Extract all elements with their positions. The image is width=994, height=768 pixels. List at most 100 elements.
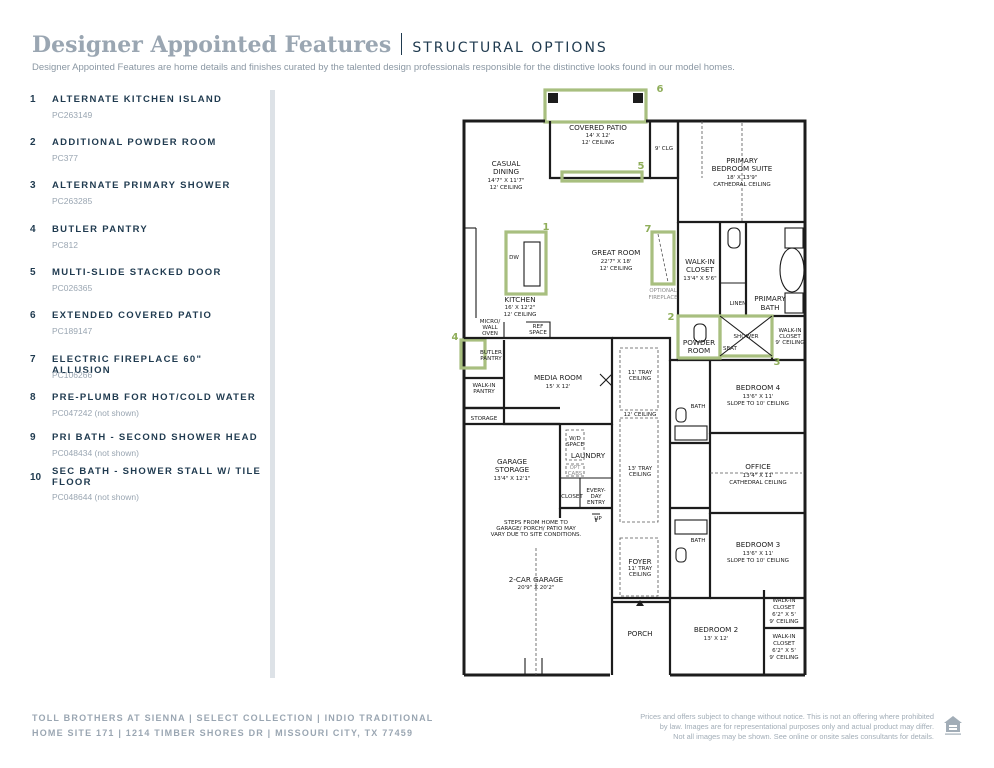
footer-community: TOLL BROTHERS AT SIENNA | SELECT COLLECT… (32, 711, 433, 741)
feature-label: EXTENDED COVERED PATIO (52, 310, 213, 321)
disclaimer-line3: Not all images may be shown. See online … (673, 732, 934, 741)
walkin-closet-size: 13'4" X 5'6" (683, 276, 717, 282)
linen-label: LINEN (730, 301, 747, 307)
office-size: 13'4" X 11' (743, 473, 774, 479)
feature-number: 5 (30, 267, 36, 278)
steps-note-line2: GARAGE/ PORCH/ PATIO MAY (496, 526, 576, 532)
patio-column (548, 93, 558, 103)
casual-dining-name1: CASUAL (492, 159, 521, 168)
step (592, 513, 600, 522)
walkin-closet-b2-size: 6'2" X 5' (772, 648, 796, 654)
casual-dining-name2: DINING (493, 167, 519, 176)
office-ceiling: CATHEDRAL CEILING (729, 480, 787, 486)
floor-plan: COVERED PATIO 14' X 12' 12' CEILING CASU… (280, 78, 992, 690)
column-divider (270, 90, 275, 678)
walkin-pantry-line1: WALK-IN (472, 383, 495, 389)
highlight-butler-pantry (459, 338, 487, 370)
feature-label: ELECTRIC FIREPLACE 60" ALLUSION (52, 354, 203, 376)
feature-label: ALTERNATE KITCHEN ISLAND (52, 94, 223, 105)
optional-fireplace-line2: FIREPLACE (649, 295, 679, 301)
walkin-closet-b3-ceiling: 9' CEILING (769, 619, 798, 625)
tray-11-line1: 11' TRAY (628, 370, 653, 376)
feature-code: PC047242 (not shown) (52, 408, 139, 418)
garage-storage-size: 13'4" X 12'1" (494, 476, 531, 482)
wall (560, 477, 612, 508)
walkin-closet-9-line2: CLOSET (779, 334, 801, 340)
bedroom2-name: BEDROOM 2 (694, 625, 738, 634)
everyday-entry-line1: EVERY- (586, 488, 605, 494)
office-name: OFFICE (745, 462, 771, 471)
walkin-closet-name2: CLOSET (686, 265, 715, 274)
walkin-closet-b3-size: 6'2" X 5' (772, 612, 796, 618)
great-room-ceiling: 12' CEILING (600, 266, 633, 272)
optional-fireplace-line1: OPTIONAL (649, 288, 676, 294)
foyer-line2: 11' TRAY (628, 566, 653, 572)
wall (762, 590, 805, 675)
feature-code: PC026365 (52, 283, 93, 293)
tub (674, 519, 708, 535)
disclaimer-line2: by law. Images are for representational … (659, 722, 934, 731)
island-sink (523, 241, 541, 287)
media-room-name: MEDIA ROOM (534, 373, 582, 382)
sink (784, 292, 804, 314)
butler-pantry-line1: BUTLER (480, 350, 502, 356)
tub (674, 425, 708, 441)
everyday-entry-line3: ENTRY (587, 500, 606, 506)
micro-wall-oven-line3: OVEN (482, 331, 498, 337)
disclaimer-line1: Prices and offers subject to change with… (640, 712, 934, 721)
feature-number: 6 (30, 310, 36, 321)
tray-ceiling (619, 417, 659, 523)
bedroom4-ceiling: SLOPE TO 10' CEILING (727, 401, 789, 407)
wd-space-line1: W/D (569, 436, 581, 442)
bedroom2-size: 13' X 12' (704, 636, 729, 642)
bath-upper-label: BATH (691, 404, 706, 410)
wd-space-line2: SPACE (566, 442, 584, 448)
feature-label: SEC BATH - SHOWER STALL W/ TILE FLOOR (52, 466, 262, 488)
bedroom3-size: 13'6" X 11' (743, 551, 774, 557)
ceiling-9-label: 9' CLG (655, 146, 673, 152)
garage-size: 20'9" X 20'2" (518, 585, 555, 591)
opt-cabs-line1: OPT (570, 465, 581, 471)
dishwasher-label: DW (509, 255, 519, 261)
shower-diagonal (719, 315, 773, 357)
equal-housing-opportunity-icon (942, 713, 964, 737)
great-room-size: 22'7" X 18' (601, 259, 632, 265)
kitchen-name: KITCHEN (504, 295, 535, 304)
tray-13-line2: CEILING (629, 472, 651, 478)
wall (612, 590, 672, 675)
page-subtitle: Designer Appointed Features are home det… (32, 62, 735, 73)
great-room-name: GREAT ROOM (592, 248, 641, 257)
garage-storage-name1: GARAGE (497, 457, 528, 466)
marker-1: 1 (543, 222, 550, 233)
feature-number: 4 (30, 224, 36, 235)
primary-suite-size: 18' X 13'9" (727, 175, 758, 181)
wall (503, 321, 551, 338)
highlight-primary-shower (718, 314, 774, 358)
shower-label: SHOWER (733, 334, 758, 340)
page-title: Designer Appointed Features (32, 32, 392, 58)
ref-space-line1: REF (533, 324, 544, 330)
covered-patio-size: 14' X 12' (586, 133, 611, 139)
feature-label: PRI BATH - SECOND SHOWER HEAD (52, 432, 258, 443)
door-swing (599, 373, 613, 387)
feature-code: PC377 (52, 153, 78, 163)
ceiling-12-label: 12' CEILING (624, 412, 657, 418)
title-divider (401, 33, 403, 55)
feature-code: PC048644 (not shown) (52, 492, 139, 502)
feature-number: 7 (30, 354, 36, 365)
casual-dining-size: 14'7" X 11'7" (488, 178, 525, 184)
porch-label: PORCH (627, 629, 652, 638)
feature-number: 1 (30, 94, 36, 105)
covered-patio-name: COVERED PATIO (569, 123, 627, 132)
bedroom4-name: BEDROOM 4 (736, 383, 781, 392)
feature-number: 10 (30, 472, 42, 483)
seat-label: SEAT (723, 346, 737, 352)
storage-label: STORAGE (471, 416, 498, 422)
patio-column (633, 93, 643, 103)
feature-code: PC263285 (52, 196, 93, 206)
up-label: UP (594, 516, 602, 522)
feature-label: BUTLER PANTRY (52, 224, 149, 235)
toilet (727, 227, 741, 249)
feature-label: PRE-PLUMB FOR HOT/COLD WATER (52, 392, 257, 403)
walkin-closet-9-line3: 9' CEILING (775, 340, 804, 346)
